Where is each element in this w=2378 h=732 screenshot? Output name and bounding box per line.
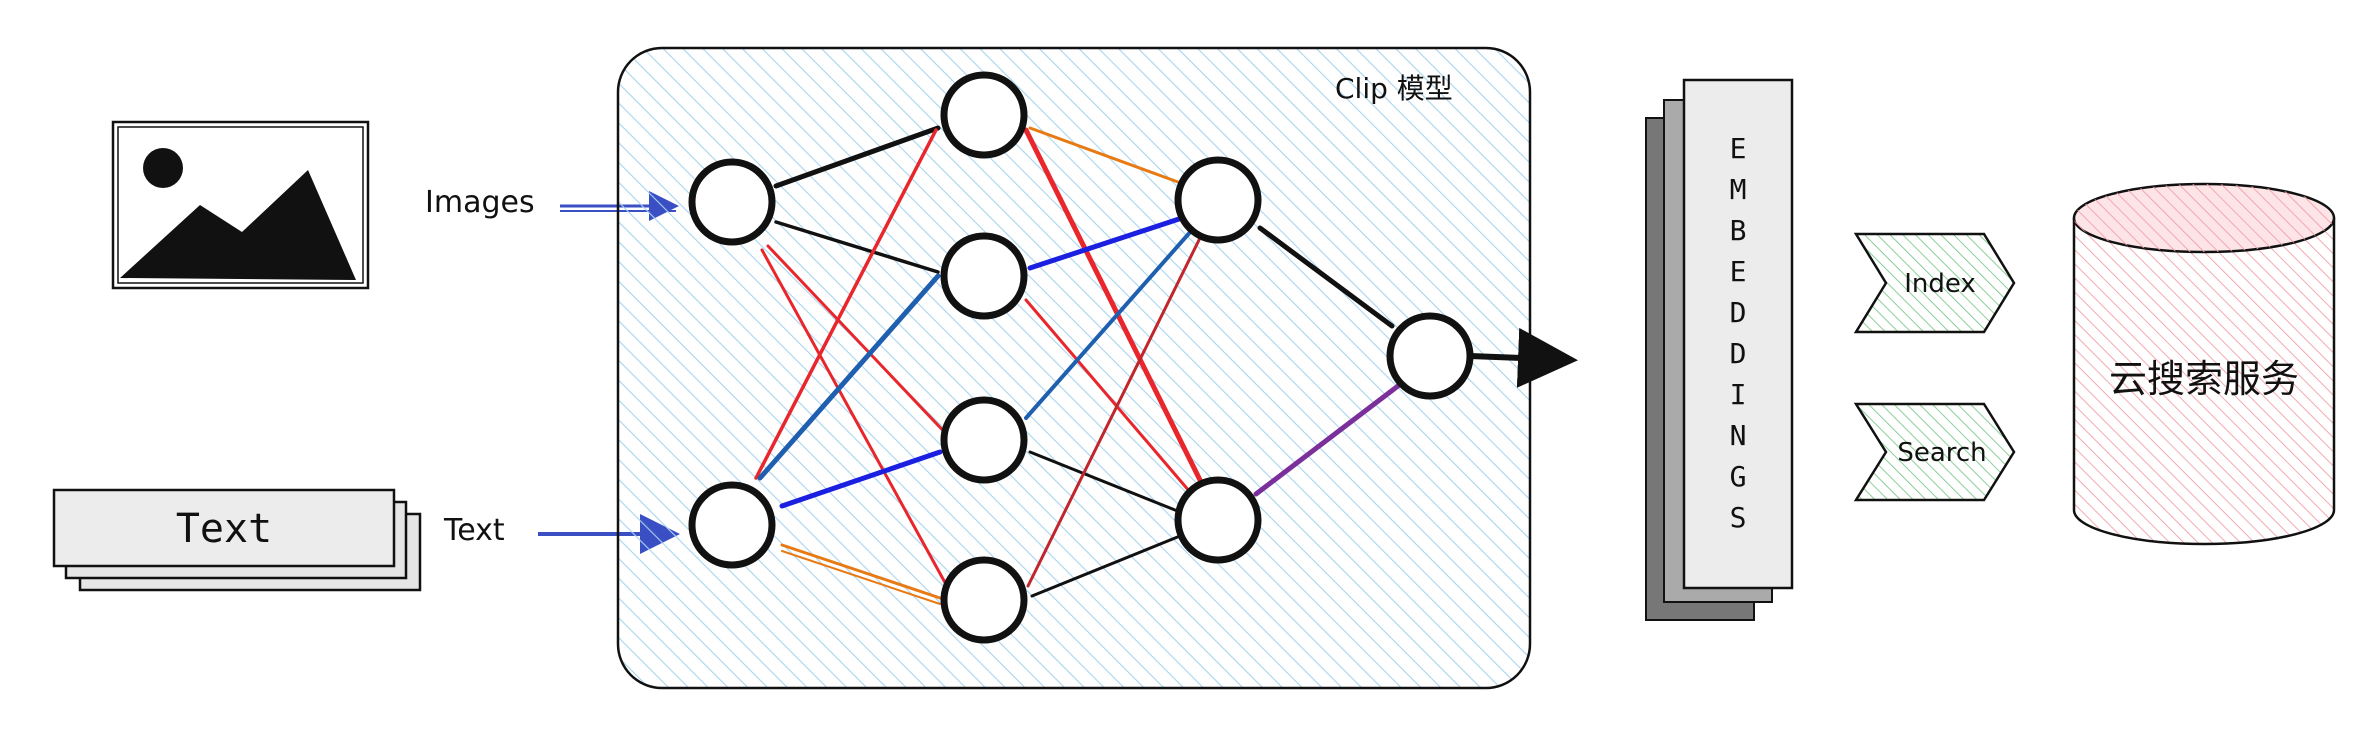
text-label: Text [443, 513, 505, 548]
node-hidden2-b [1174, 476, 1262, 564]
text-card-stack: Text [52, 488, 422, 592]
clip-model-title: Clip 模型 [1335, 72, 1453, 105]
image-icon [111, 120, 370, 290]
search-label: Search [1897, 438, 1986, 468]
embeddings-letter: S [1730, 501, 1747, 534]
node-input-text [688, 481, 776, 569]
output-arrow [1469, 327, 1578, 388]
embeddings-letters: E M B E D D I N G S [1730, 132, 1747, 534]
index-label: Index [1904, 269, 1976, 299]
node-input-images [688, 158, 776, 246]
embeddings-letter: E [1730, 255, 1747, 288]
network-nodes [688, 71, 1474, 644]
images-label: Images [425, 185, 535, 220]
index-chevron: Index [1853, 232, 2016, 334]
embeddings-stack: E M B E D D I N G S [1645, 78, 1794, 621]
embeddings-letter: D [1730, 296, 1747, 329]
clip-model-box: Clip 模型 [616, 46, 1532, 690]
embeddings-letter: G [1730, 460, 1747, 493]
text-card-label: Text [176, 506, 272, 552]
node-hidden1-d [940, 556, 1028, 644]
search-chevron: Search [1853, 402, 2016, 502]
embeddings-letter: N [1730, 419, 1747, 452]
network-edges [754, 125, 1401, 605]
node-hidden1-a [940, 71, 1028, 159]
node-output [1386, 312, 1474, 400]
node-hidden2-a [1174, 156, 1262, 244]
embeddings-letter: D [1730, 337, 1747, 370]
embeddings-letter: E [1730, 132, 1747, 165]
node-hidden1-b [940, 232, 1028, 320]
embeddings-letter: B [1730, 214, 1747, 247]
embeddings-letter: M [1730, 173, 1747, 206]
embeddings-letter: I [1730, 378, 1747, 411]
database-icon: 云搜索服务 [2072, 182, 2336, 546]
cloud-search-service-label: 云搜索服务 [2109, 357, 2299, 401]
node-hidden1-c [940, 396, 1028, 484]
